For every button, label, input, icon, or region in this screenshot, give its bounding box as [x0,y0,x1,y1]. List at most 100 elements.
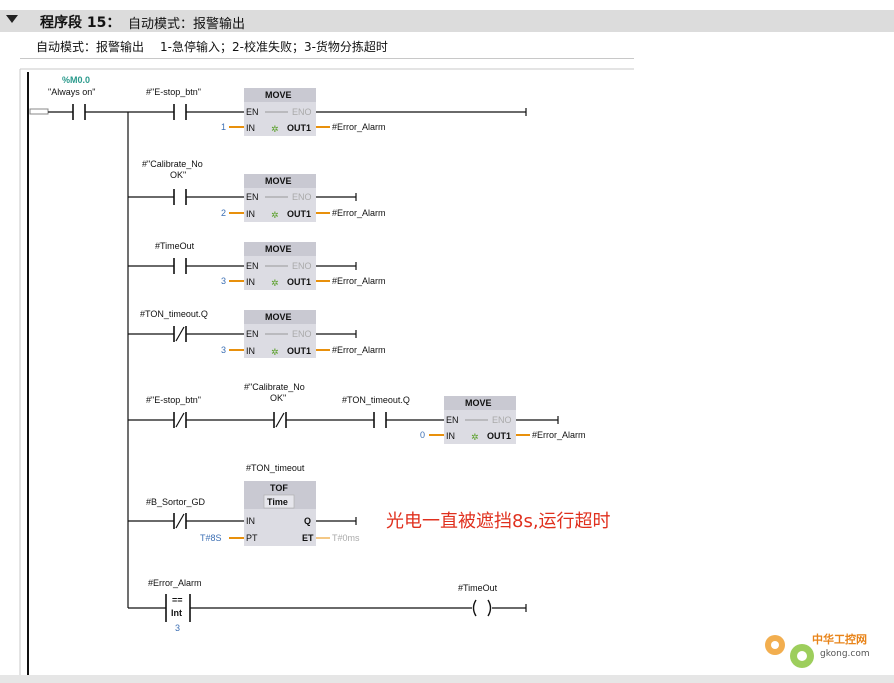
contact-always-on[interactable]: %M0.0 "Always on" [48,75,128,120]
compare-value[interactable]: 3 [175,623,180,633]
box-title: MOVE [265,312,292,322]
pin-en: EN [246,329,259,339]
contact-estop-nc-2[interactable]: #"E-stop_btn" [128,395,274,428]
pin-out1: OUT1 [287,123,311,133]
move-box-2[interactable]: MOVE EN ENO IN ✲ OUT1 2 #Error_Alarm [221,174,386,222]
move-box-5[interactable]: MOVE EN ENO IN ✲ OUT1 0 #Error_Alarm [420,396,586,444]
pin-eno: ENO [292,329,312,339]
collapse-arrow-icon[interactable] [6,15,18,23]
contact-label-2: OK" [270,393,286,403]
pin-out1: OUT1 [287,209,311,219]
tof-timer-box[interactable]: #TON_timeout TOF Time IN Q PT ET T#8S T#… [200,463,360,546]
pin-in: IN [246,277,255,287]
watermark-brand: 中华工控网 [812,632,867,646]
gkong-watermark: 中华工控网 gkong.com [765,632,870,668]
pin-out1: OUT1 [287,277,311,287]
pin-eno: ENO [292,107,312,117]
contact-label-2: OK" [170,170,186,180]
box-title: MOVE [265,90,292,100]
pt-value[interactable]: T#8S [200,533,222,543]
et-value[interactable]: T#0ms [332,533,360,543]
bottom-scroll-area [0,675,894,683]
move-box-4[interactable]: MOVE EN ENO IN ✲ OUT1 3 #Error_Alarm [221,310,386,358]
gear-icon: ✲ [471,433,479,443]
coil-timeout[interactable]: #TimeOut [458,583,527,617]
pin-in: IN [246,516,255,526]
contact-label: #"E-stop_btn" [146,87,201,97]
contact-label: #"Calibrate_No [244,382,305,392]
box-title: MOVE [265,176,292,186]
pin-q: Q [304,516,311,526]
out-variable[interactable]: #Error_Alarm [332,208,386,218]
in-value[interactable]: 1 [221,122,226,132]
in-value[interactable]: 3 [221,345,226,355]
move-box-3[interactable]: MOVE EN ENO IN ✲ OUT1 3 #Error_Alarm [221,242,386,290]
comment-text-b: 1-急停输入；2-校准失败；3-货物分拣超时 [160,40,388,54]
contact-timeout[interactable]: #TimeOut [128,241,244,274]
timer-instance[interactable]: #TON_timeout [246,463,305,473]
contact-calibrate-nc-2[interactable]: #"Calibrate_No OK" [244,382,374,428]
compare-type: Int [171,608,182,618]
pin-en: EN [246,107,259,117]
gear-icon: ✲ [271,348,279,358]
contact-sorter-nc[interactable]: #B_Sortor_GD [128,497,244,529]
pin-en: EN [246,192,259,202]
box-title: MOVE [465,398,492,408]
timer-type-selector[interactable] [263,494,295,509]
move-box-1[interactable]: MOVE EN ENO IN ✲ OUT1 1 #Error_Alarm [221,88,527,136]
out-variable[interactable]: #Error_Alarm [532,430,586,440]
pin-in: IN [446,431,455,441]
comment-text-a: 自动模式：报警输出 [36,40,145,54]
contact-label: "Always on" [48,87,95,97]
pin-eno: ENO [292,192,312,202]
pin-in: IN [246,123,255,133]
contact-label: #TON_timeout.Q [140,309,208,319]
contact-label: #TimeOut [155,241,195,251]
contact-label: #B_Sortor_GD [146,497,206,507]
out-variable[interactable]: #Error_Alarm [332,276,386,286]
pin-eno: ENO [492,415,512,425]
ladder-frame [19,68,634,675]
timeout-annotation: 光电一直被遮挡8s,运行超时 [386,511,611,532]
out-variable[interactable]: #Error_Alarm [332,345,386,355]
pin-in: IN [246,346,255,356]
gear-icon: ✲ [271,125,279,135]
pin-pt: PT [246,533,258,543]
compare-contact[interactable]: #Error_Alarm == Int 3 [128,578,472,633]
pin-en: EN [446,415,459,425]
power-rail-marker [29,108,49,115]
contact-estop-1[interactable]: #"E-stop_btn" [128,87,244,120]
contact-calibrate-1[interactable]: #"Calibrate_No OK" [128,159,244,205]
out-variable[interactable]: #Error_Alarm [332,122,386,132]
network-comment[interactable]: 自动模式：报警输出 1-急停输入；2-校准失败；3-货物分拣超时 [36,38,388,55]
contact-ton-q-2[interactable]: #TON_timeout.Q [342,395,444,428]
network-header[interactable]: 程序段 15： 自动模式：报警输出 [0,10,894,32]
in-value[interactable]: 3 [221,276,226,286]
compare-operand[interactable]: #Error_Alarm [148,578,202,588]
comment-divider [20,58,634,59]
in-value[interactable]: 0 [420,430,425,440]
gear-icon: ✲ [271,279,279,289]
box-title: TOF [270,483,288,493]
pin-out1: OUT1 [287,346,311,356]
contact-label: #TON_timeout.Q [342,395,410,405]
contact-label: #"E-stop_btn" [146,395,201,405]
pin-en: EN [246,261,259,271]
watermark-domain: gkong.com [820,649,870,659]
pin-et: ET [302,533,314,543]
pin-out1: OUT1 [487,431,511,441]
contact-address: %M0.0 [62,75,90,85]
compare-operator: == [172,595,183,605]
pin-eno: ENO [292,261,312,271]
timer-type: Time [267,497,288,507]
network-title: 程序段 15： [40,15,121,31]
gear-icon: ✲ [271,211,279,221]
box-title: MOVE [265,244,292,254]
contact-ton-q-nc-1[interactable]: #TON_timeout.Q [128,309,244,342]
in-value[interactable]: 2 [221,208,226,218]
network-subtitle: 自动模式：报警输出 [128,17,246,32]
contact-label: #"Calibrate_No [142,159,203,169]
coil-label: #TimeOut [458,583,498,593]
pin-in: IN [246,209,255,219]
